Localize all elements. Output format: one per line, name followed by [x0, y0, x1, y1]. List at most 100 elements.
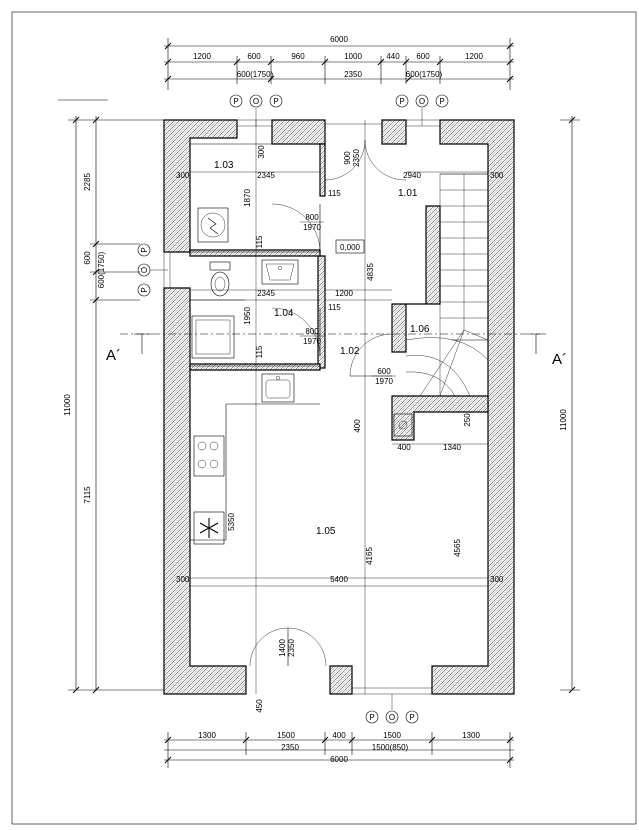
dim-300-wall: 300: [257, 145, 266, 159]
door-4-width: 1400: [278, 639, 287, 657]
dim-1870: 1870: [243, 189, 252, 207]
dim-400-horizontal: 400: [397, 443, 411, 452]
dim-top-4: 1000: [344, 52, 362, 61]
window-tag-o: O: [140, 267, 149, 273]
dim-left-4: 7115: [83, 486, 92, 504]
dim-left-2: 600: [83, 251, 92, 265]
dim-bottom-1: 1300: [198, 731, 216, 740]
dim-1340: 1340: [443, 443, 461, 452]
dim-115-b: 115: [255, 235, 264, 248]
section-mark-left: A´: [106, 347, 121, 364]
door-2-height: 1970: [303, 337, 321, 346]
dim-2345-lower: 2345: [257, 289, 275, 298]
interior-dimensions: 2345 2940 1870 300 300 300 115 115 115 1…: [176, 145, 504, 713]
window-tag-p: P: [399, 97, 404, 106]
dim-top-2: 600: [247, 52, 261, 61]
dim-250: 250: [463, 413, 472, 427]
right-dimension-chain: 11000: [559, 116, 580, 694]
dim-left-overall: 11000: [63, 394, 72, 416]
kitchen-sink-icon: [261, 373, 295, 403]
door-3-height: 1970: [375, 377, 393, 386]
exterior-walls: [163, 119, 515, 695]
room-label-1-06: 1.06: [410, 324, 430, 335]
dim-4835: 4835: [366, 263, 375, 281]
dim-2940: 2940: [403, 171, 421, 180]
level-value: 0,000: [340, 243, 361, 252]
room-label-1-01: 1.01: [398, 188, 418, 199]
sheet-frame: [11, 11, 637, 825]
ventilation-shaft-icon: [393, 413, 413, 437]
dim-top-middle: 2350: [344, 70, 362, 79]
toilet-icon: [209, 261, 231, 297]
dim-5400: 5400: [330, 575, 348, 584]
dim-115-d: 115: [255, 345, 264, 358]
door-3-width: 600: [377, 367, 391, 376]
dim-bottom-opening: 1500(850): [372, 743, 409, 752]
dim-115-a: 115: [328, 189, 341, 198]
room-label-1-03: 1.03: [214, 160, 234, 171]
dim-300-left-top: 300: [176, 171, 190, 180]
dim-top-6: 600: [416, 52, 430, 61]
top-dimension-chain: 6000 1200 600 960 1000 440 600 1200 600(…: [164, 35, 514, 90]
dim-bottom-5: 1300: [462, 731, 480, 740]
room-labels: 1.03 1.01 1.04 1.02 1.06 1.05: [214, 160, 430, 537]
window-tags-left: P O P: [137, 243, 168, 297]
floor-level-mark: 0,000: [335, 239, 365, 254]
door-2-width: 800: [305, 327, 319, 336]
dim-bottom-door-left: 2350: [281, 743, 299, 752]
section-line: A´ A´: [106, 333, 567, 368]
doors: [249, 139, 407, 667]
dim-bottom-overall: 6000: [330, 755, 348, 764]
dim-right-overall: 11000: [559, 409, 568, 431]
dim-top-opening-left: 600(1750): [237, 70, 274, 79]
washbasin-icon: [261, 259, 299, 285]
window-tag-p: P: [233, 97, 238, 106]
dim-1200: 1200: [335, 289, 353, 298]
window-tag-p: P: [140, 287, 149, 292]
window-openings: [163, 119, 441, 695]
dim-top-3: 960: [291, 52, 305, 61]
window-tags-bottom: P O P: [365, 694, 419, 724]
dim-2345-upper: 2345: [257, 171, 275, 180]
door-5-height: 2350: [352, 149, 361, 167]
dim-115-c: 115: [328, 303, 341, 312]
dim-top-5: 440: [386, 52, 400, 61]
door-1-height: 1970: [303, 223, 321, 232]
window-tag-o: O: [389, 713, 395, 722]
dim-top-1: 1200: [193, 52, 211, 61]
window-tag-p: P: [439, 97, 444, 106]
dim-top-opening-right: 600(1750): [406, 70, 443, 79]
dim-400-vertical: 400: [353, 419, 362, 433]
dim-left-1: 2285: [83, 173, 92, 191]
shower-tray-icon: [191, 315, 235, 359]
window-tag-o: O: [253, 97, 259, 106]
bottom-dimension-chain: 1300 1500 400 1500 1300 2350 1500(850) 6…: [164, 731, 514, 768]
dim-1950: 1950: [243, 307, 252, 325]
dim-5350: 5350: [227, 513, 236, 531]
room-label-1-05: 1.05: [316, 526, 336, 537]
room-label-1-02: 1.02: [340, 346, 360, 357]
door-4-height: 2350: [287, 639, 296, 657]
window-tag-p: P: [369, 713, 374, 722]
fixtures: [191, 207, 413, 545]
staircase: [405, 173, 489, 397]
dim-4165: 4165: [365, 547, 374, 565]
door-labels: 800 1970 800 1970 600 1970 1400 2350 900…: [278, 149, 396, 657]
window-tags-top-left: P O P: [229, 94, 283, 126]
dim-300-right-top: 300: [490, 171, 504, 180]
dim-bottom-2: 1500: [277, 731, 295, 740]
dim-300-left-bottom: 300: [176, 575, 190, 584]
door-5-width: 900: [343, 151, 352, 165]
dim-4565: 4565: [453, 539, 462, 557]
window-tags-top-right: P O P: [395, 94, 449, 126]
boiler-icon: [197, 207, 229, 243]
dim-300-right-bottom: 300: [490, 575, 504, 584]
dim-bottom-4: 1500: [383, 731, 401, 740]
left-dimension-chain: 11000 2285 600 600(1750) 7115: [58, 99, 168, 694]
cooktop-icon: [193, 435, 225, 477]
dim-overall-top: 6000: [330, 35, 348, 44]
dim-left-3: 600(1750): [97, 251, 106, 288]
window-tag-p: P: [273, 97, 278, 106]
dim-bottom-3: 400: [332, 731, 346, 740]
